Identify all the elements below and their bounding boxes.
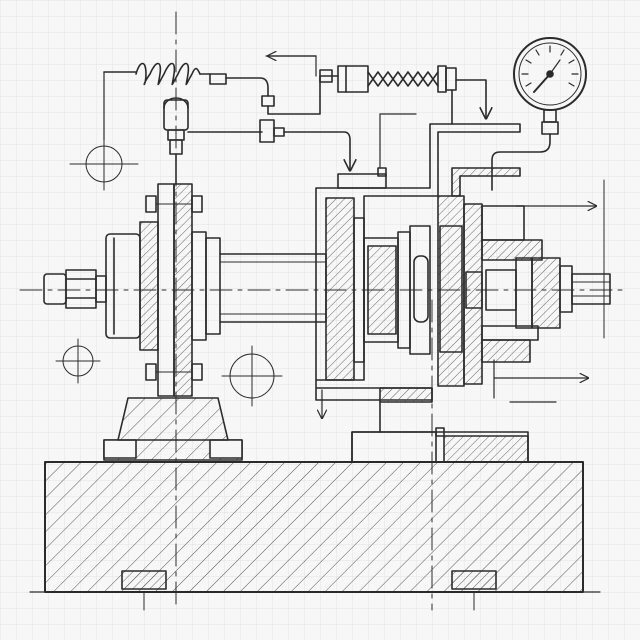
flow-arrows [322,206,596,418]
pedestal [103,397,243,461]
pressure-gauge [491,37,587,191]
center-marks [19,11,626,611]
coil-spring [103,62,339,115]
right-bearing-housing [437,167,561,387]
piping [103,56,417,169]
bellows [337,65,486,125]
base-block [29,461,601,611]
